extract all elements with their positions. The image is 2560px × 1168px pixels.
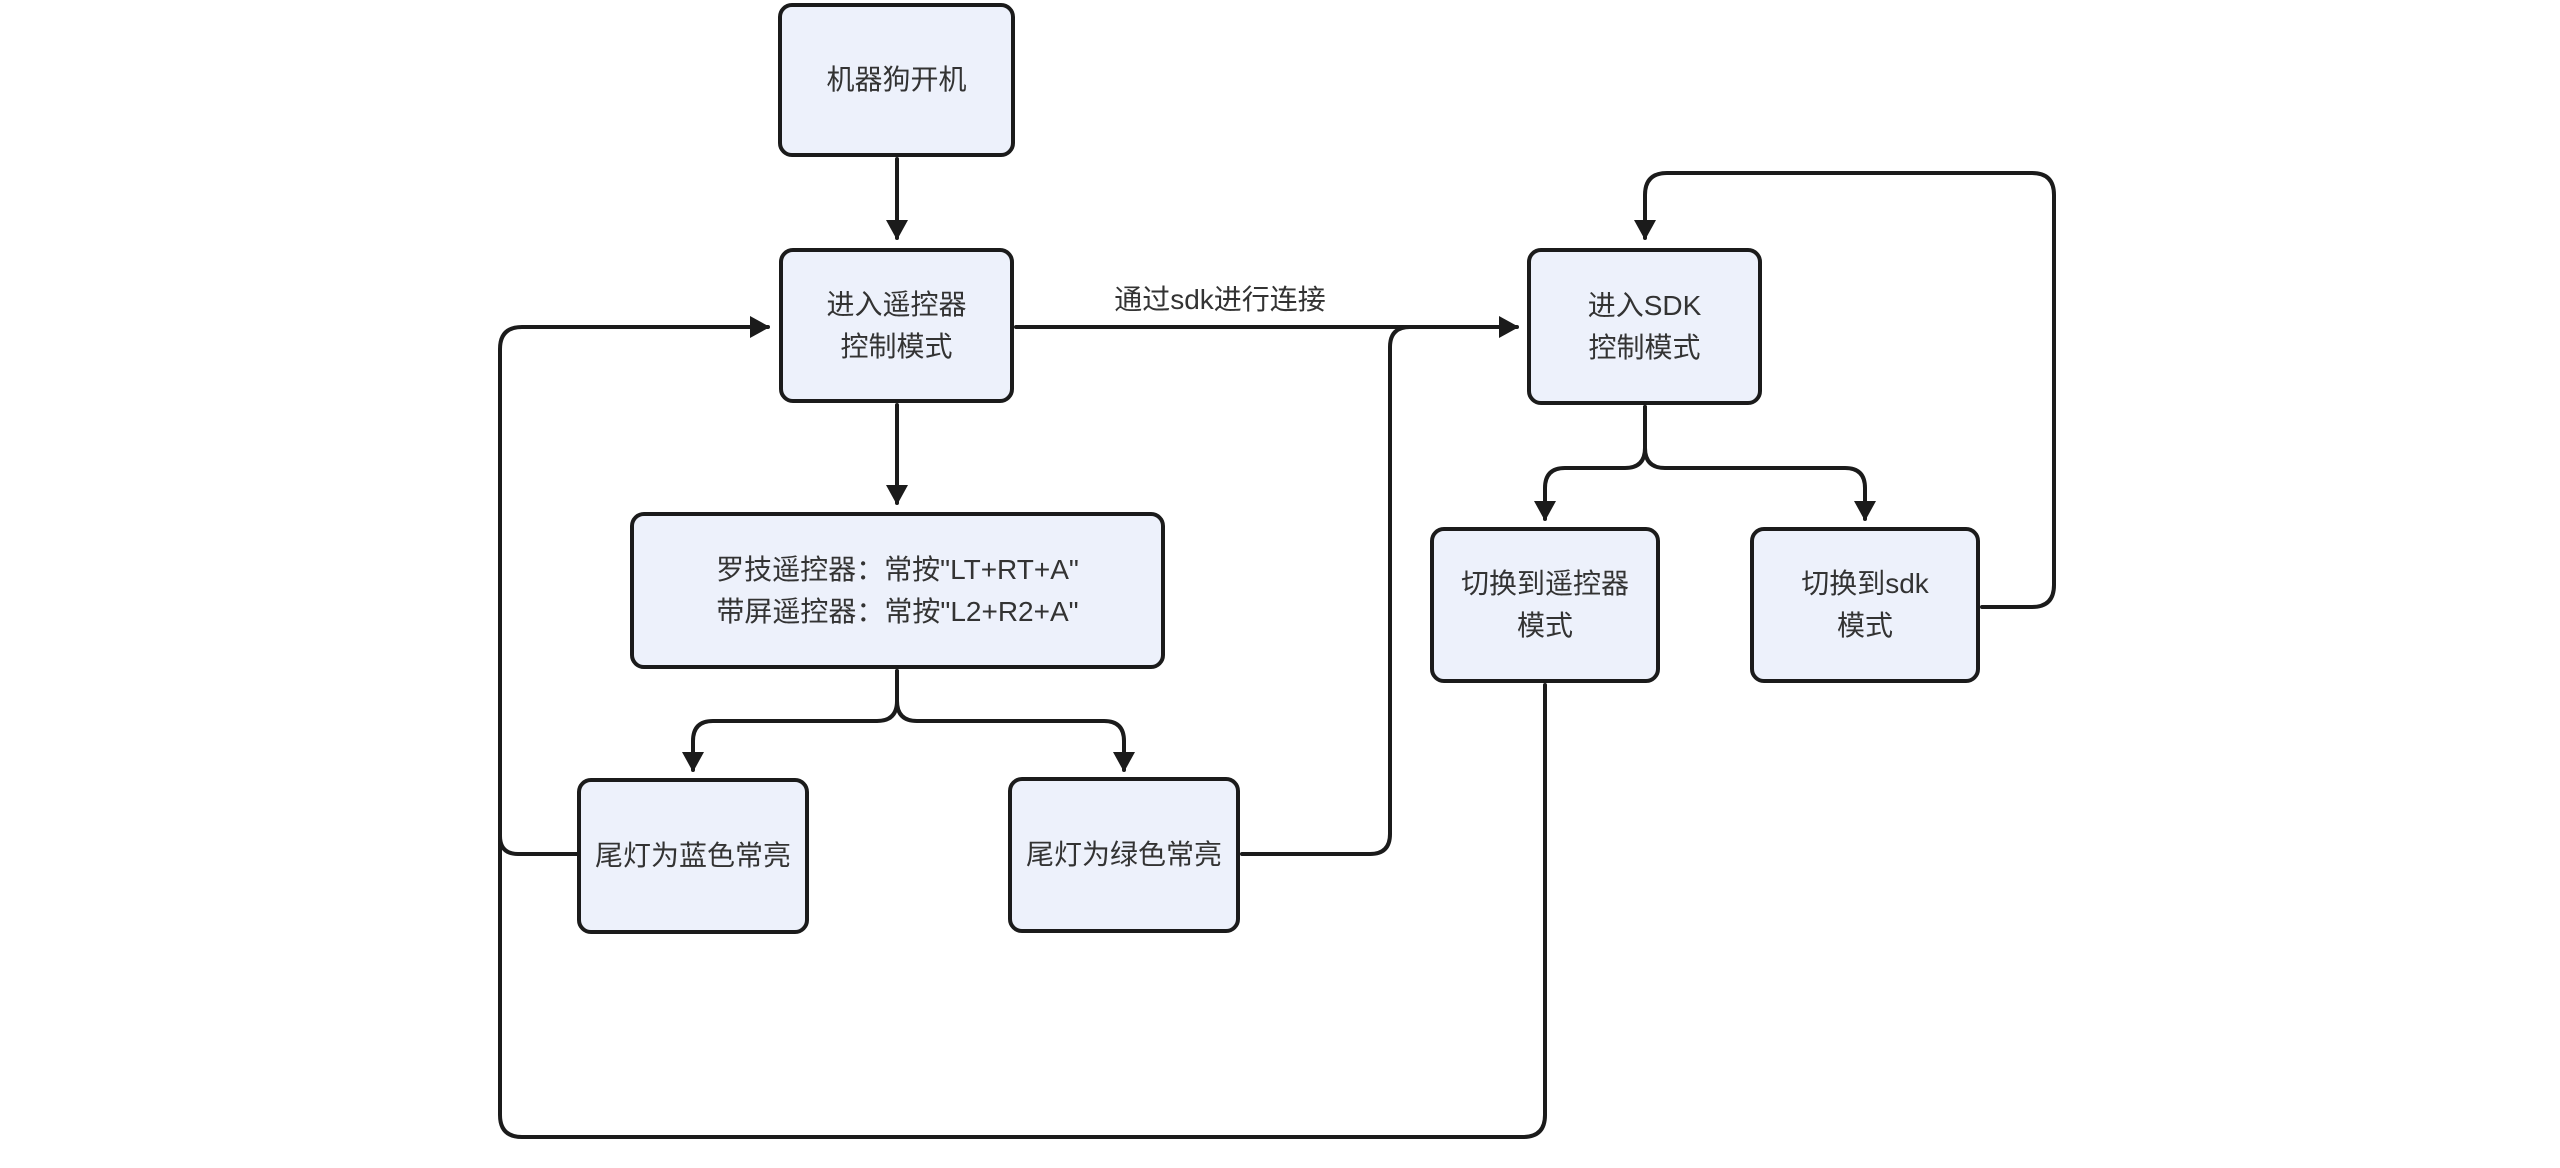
node-label-line1: 进入遥控器 xyxy=(826,288,967,320)
edge-switchremote-loop-to-remote xyxy=(498,316,1547,1139)
edge-instructions-to-tailgreen xyxy=(895,669,1135,772)
node-label-line1: 进入SDK xyxy=(1587,289,1702,321)
node-robot-power-on: 机器狗开机 xyxy=(778,3,1015,157)
edge-sdk-to-switchsdk xyxy=(1643,405,1876,521)
node-label-line2: 带屏遥控器：常按"L2+R2+A" xyxy=(716,595,1079,627)
node-tail-light-green: 尾灯为绿色常亮 xyxy=(1008,777,1240,933)
node-enter-remote-control-mode: 进入遥控器 控制模式 xyxy=(779,248,1014,403)
node-label-line2: 模式 xyxy=(1516,610,1573,641)
edge-sdk-to-switchremote xyxy=(1534,405,1647,521)
edge-label-connect-via-sdk: 通过sdk进行连接 xyxy=(1095,279,1345,321)
node-switch-to-remote-mode: 切换到遥控器 模式 xyxy=(1430,527,1660,683)
node-tail-light-blue: 尾灯为蓝色常亮 xyxy=(577,778,809,934)
edge-switchsdk-loop-to-sdk xyxy=(1634,171,2056,609)
edge-tailblue-join-left-loop xyxy=(498,813,579,856)
node-label-line1: 切换到遥控器 xyxy=(1460,568,1629,599)
node-label-line2: 控制模式 xyxy=(1588,331,1701,363)
node-label-line1: 罗技遥控器：常按"LT+RT+A" xyxy=(716,553,1079,585)
node-label: 机器狗开机 xyxy=(826,64,967,95)
node-enter-sdk-control-mode: 进入SDK 控制模式 xyxy=(1527,248,1762,405)
node-label-line1: 切换到sdk xyxy=(1801,568,1929,599)
node-label-line2: 控制模式 xyxy=(840,330,953,362)
node-switch-to-sdk-mode: 切换到sdk 模式 xyxy=(1750,527,1980,683)
edge-tailgreen-join-to-sdk xyxy=(1240,325,1436,856)
node-label-line2: 模式 xyxy=(1836,610,1893,641)
node-label: 尾灯为绿色常亮 xyxy=(1025,839,1222,870)
node-label: 尾灯为蓝色常亮 xyxy=(594,840,791,871)
edge-instructions-to-tailblue xyxy=(682,669,899,772)
node-remote-button-instructions: 罗技遥控器：常按"LT+RT+A" 带屏遥控器：常按"L2+R2+A" xyxy=(630,512,1165,669)
